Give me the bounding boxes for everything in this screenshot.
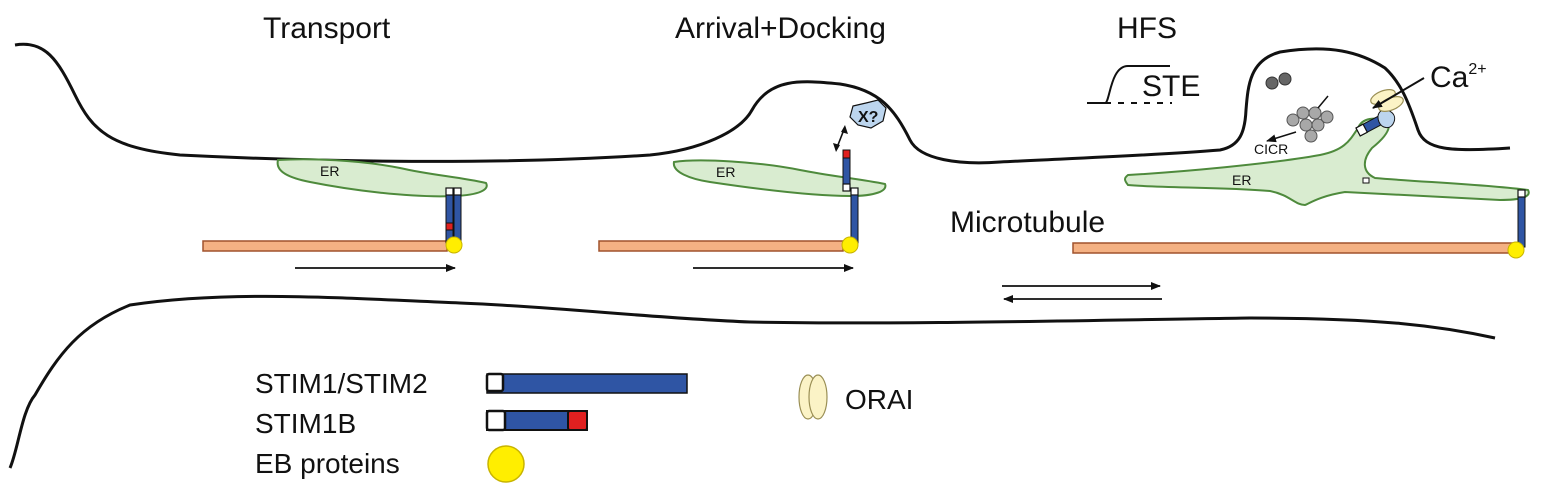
panel-arrival-docking: ER X? [598,99,887,272]
unknown-partner-label: X? [858,109,878,126]
er-label-transport: ER [320,163,339,179]
ca-store-vesicles [1286,106,1334,143]
panel-transport: ER [202,158,488,272]
legend: STIM1/STIM2 STIM1B EB proteins ORAI [255,368,913,483]
upper-membrane [14,42,1511,165]
legend-stim1-stim2-label: STIM1/STIM2 [255,368,428,399]
er-transport [276,158,488,198]
title-arrival-docking: Arrival+Docking [675,12,886,45]
stim-transport-b [453,187,462,244]
microtubule-label: Microtubule [950,206,1105,239]
unknown-partner [849,99,887,129]
ca-influx-arrow [1372,77,1425,109]
stim-hfs-vertical [1517,194,1526,248]
legend-orai-label: ORAI [845,384,913,415]
dense-vesicle-2 [1278,72,1292,86]
eb-protein-transport [445,236,463,254]
title-transport: Transport [263,12,391,45]
eb-protein-hfs [1507,241,1525,259]
stim-transport-a [445,187,454,244]
title-hfs: HFS [1117,12,1177,45]
stim-arrival-lower [850,194,859,244]
eb-protein-arrival [841,236,859,254]
er-arrival [672,159,887,198]
legend-eb-proteins-label: EB proteins [255,448,400,479]
legend-stim1b-label: STIM1B [255,408,356,439]
microtubule-arrival [598,240,844,252]
er-label-hfs: ER [1232,172,1251,188]
microtubule-transport [202,240,448,252]
lower-membrane [8,294,1496,469]
er-label-arrival: ER [716,164,735,180]
legend-stim1-stim2-bar [486,373,688,394]
dense-vesicle-1 [1265,76,1279,90]
cicr-label: CICR [1254,141,1288,157]
ca-label: Ca2+ [1430,61,1487,94]
cicr-arrow [1266,131,1297,143]
ste-trace: STE [1087,65,1200,104]
microtubule-hfs [1072,242,1516,254]
legend-eb-protein-marker [487,445,525,483]
panel-hfs: ER Ca2+ CICR [1072,61,1530,259]
ste-label: STE [1142,70,1200,103]
er-hfs [1124,117,1530,207]
